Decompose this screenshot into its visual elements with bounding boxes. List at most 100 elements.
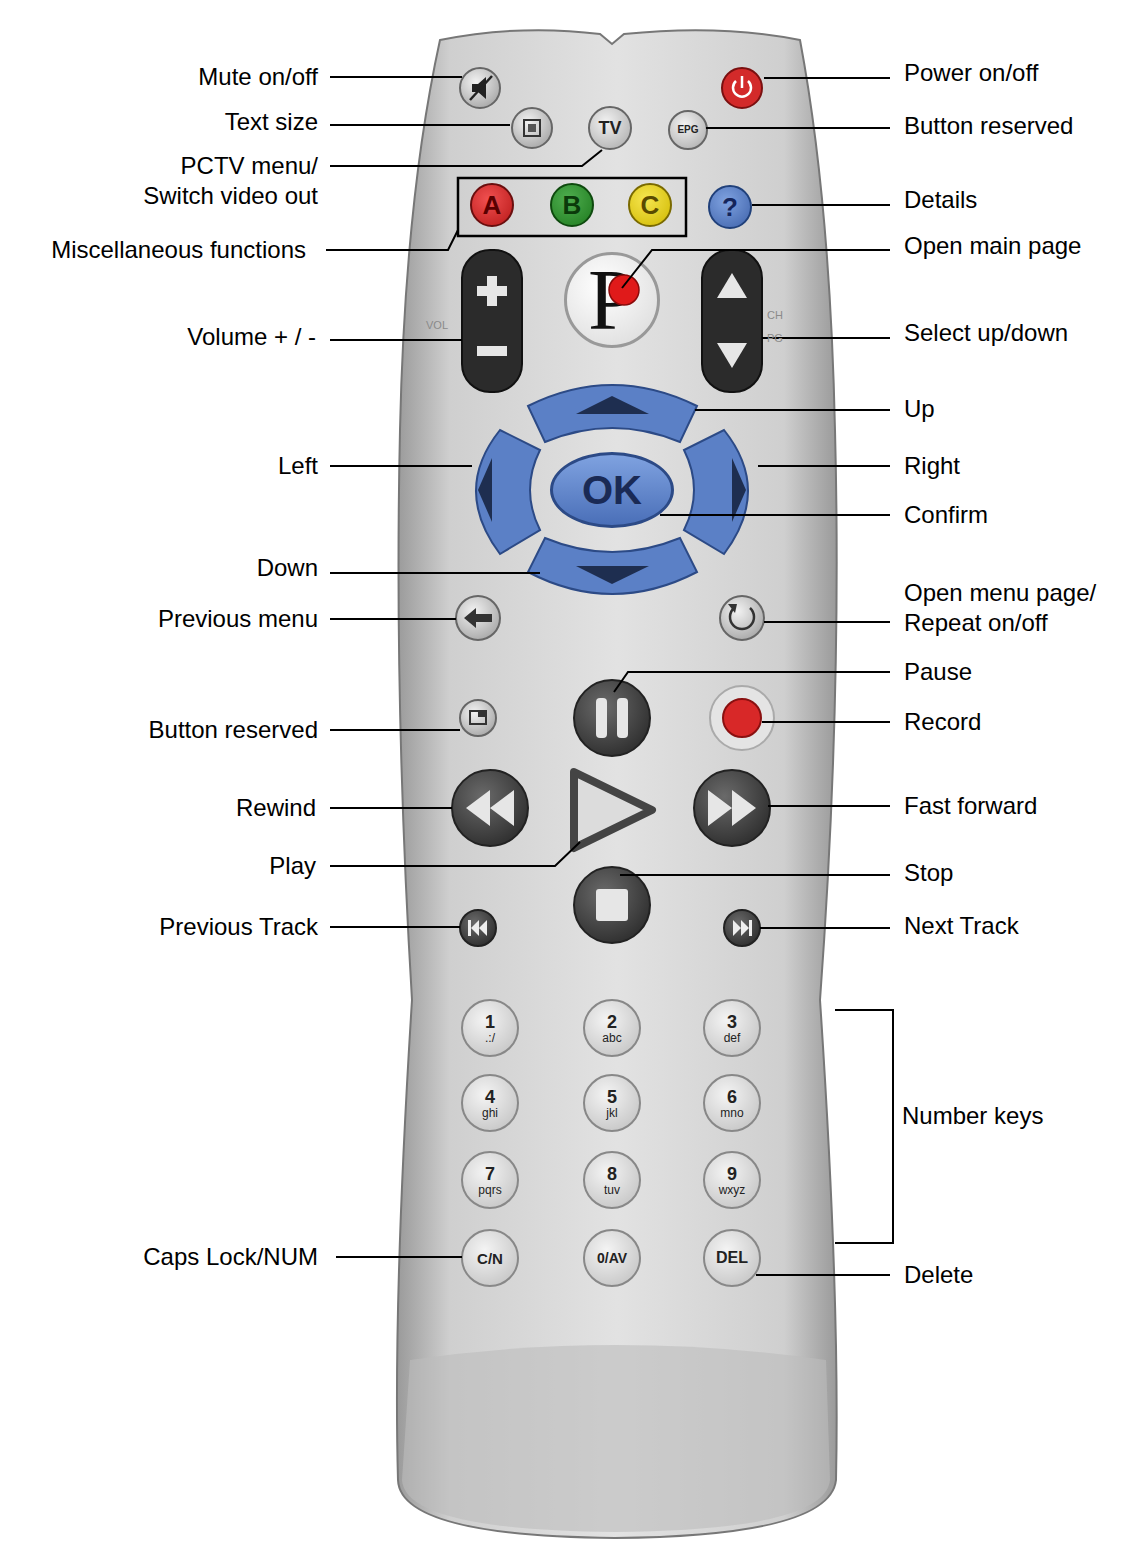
button-label: P (588, 257, 636, 343)
record-icon (723, 699, 761, 737)
button-label: 5 (607, 1088, 617, 1106)
remote-button: 4ghi (461, 1074, 519, 1132)
leader-line (330, 807, 452, 809)
panel-marking: CH (767, 309, 783, 322)
right-button (684, 430, 748, 554)
button-sublabel: def (724, 1032, 741, 1044)
callout-label: Left (278, 451, 318, 481)
remote-button: 3def (703, 999, 761, 1057)
panel-marking: VOL (426, 319, 448, 332)
callout-label: Stop (904, 858, 953, 888)
callout-label: Rewind (236, 793, 316, 823)
plus-symbol (477, 286, 507, 296)
leader-line (330, 618, 456, 620)
button-label: C (641, 192, 660, 218)
next-track-button (724, 910, 760, 946)
button-label: B (563, 192, 582, 218)
leader-line (768, 805, 890, 807)
button-label: TV (598, 119, 621, 137)
button-label: 8 (607, 1165, 617, 1183)
mute-button (460, 68, 500, 108)
text-size-icon (528, 124, 536, 132)
pause-button (574, 680, 650, 756)
leader-line (764, 77, 890, 79)
mute-icon (470, 76, 492, 100)
button-label: A (483, 192, 502, 218)
callout-label: Select up/down (904, 318, 1068, 348)
previous-track-icon (468, 920, 487, 936)
pause-icon (617, 698, 628, 738)
bracket (835, 1010, 893, 1243)
leader-line (706, 127, 890, 129)
callout-label: Delete (904, 1260, 973, 1290)
back-arrow-icon (464, 608, 492, 628)
remote-button: B (550, 183, 594, 227)
callout-label: PCTV menu/ Switch video out (113, 151, 318, 211)
leader-line (758, 465, 890, 467)
button-label: 1 (485, 1013, 495, 1031)
button-label: DEL (716, 1250, 748, 1266)
button-sublabel: tuv (604, 1184, 620, 1196)
button-sublabel: jkl (606, 1107, 617, 1119)
remote-button: ? (708, 185, 752, 229)
callout-label: Mute on/off (198, 62, 318, 92)
logo-dot (609, 275, 639, 305)
remote-button: DEL (703, 1229, 761, 1287)
leader-line (330, 729, 460, 731)
callout-label: Caps Lock/NUM (143, 1242, 318, 1272)
up-triangle (717, 273, 747, 298)
leader-line (622, 250, 890, 288)
callout-label: Up (904, 394, 935, 424)
callout-label: Details (904, 185, 977, 215)
rewind-icon (466, 790, 514, 826)
leader-line (330, 339, 462, 341)
text-size-icon (524, 120, 540, 136)
fast-forward-icon (708, 790, 756, 826)
left-button (476, 430, 540, 554)
button-label: ? (722, 194, 738, 220)
leader-line (695, 409, 890, 411)
leader-line (760, 927, 890, 929)
next-track-icon (733, 920, 752, 936)
callout-label: Open main page (904, 231, 1081, 261)
button-label: 6 (727, 1088, 737, 1106)
up-button (528, 385, 697, 442)
down-button (528, 538, 697, 594)
leader-line (764, 621, 890, 623)
repeat-icon (728, 604, 737, 613)
power-button (722, 68, 762, 108)
remote-base (402, 1345, 830, 1532)
channel-rocker (702, 250, 762, 392)
remote-button: 0/AV (583, 1229, 641, 1287)
leader-line (330, 124, 510, 126)
remote-button: 2abc (583, 999, 641, 1057)
leader-line (620, 874, 890, 876)
previous-menu-button (456, 596, 500, 640)
button-label: 7 (485, 1165, 495, 1183)
callout-label: Volume + / - (187, 322, 316, 352)
group-frame (458, 178, 686, 236)
leader-line (326, 230, 458, 250)
callout-label: Record (904, 707, 981, 737)
pip-icon (478, 711, 486, 717)
remote-button: OK (550, 452, 674, 528)
button-sublabel: mno (720, 1107, 743, 1119)
previous-track-button (460, 910, 496, 946)
callout-label: Text size (225, 107, 318, 137)
callout-label: Button reserved (149, 715, 318, 745)
stop-icon (596, 889, 628, 921)
callout-label: Previous Track (159, 912, 318, 942)
remote-button: 1.:/ (461, 999, 519, 1057)
remote-button: 7pqrs (461, 1151, 519, 1209)
button-label: OK (582, 470, 642, 510)
down-triangle (717, 343, 747, 368)
callout-label: Confirm (904, 500, 988, 530)
callout-label: Down (257, 553, 318, 583)
play-button (574, 772, 652, 848)
callout-label: Previous menu (158, 604, 318, 634)
text-size-button (512, 108, 552, 148)
remote-button: 6mno (703, 1074, 761, 1132)
leader-line (330, 465, 472, 467)
